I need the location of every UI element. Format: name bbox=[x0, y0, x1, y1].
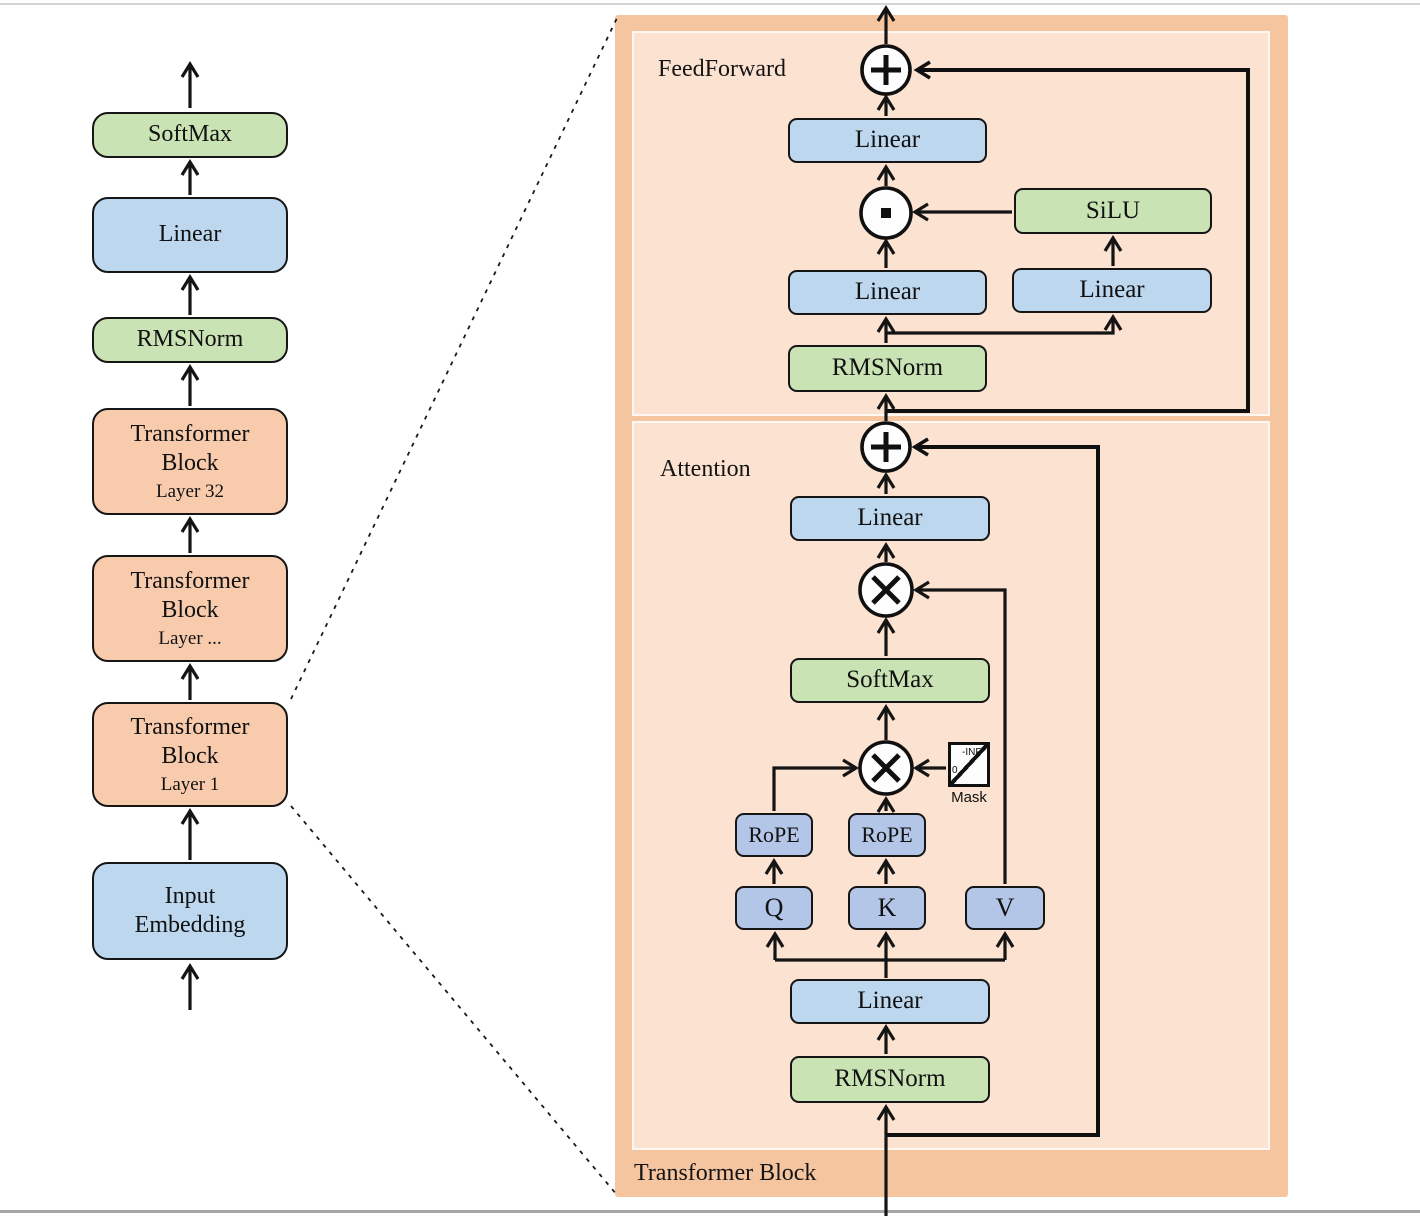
k-block: K bbox=[848, 886, 926, 930]
mask-upper-value: -INF bbox=[962, 747, 982, 758]
matmul-operator-qk-icon bbox=[858, 740, 914, 796]
att-linear-out-label: Linear bbox=[857, 504, 923, 532]
ff-rmsnorm-label: RMSNorm bbox=[831, 354, 944, 382]
dot-product-operator-icon bbox=[859, 186, 913, 240]
mask-lower-value: 0 bbox=[952, 765, 958, 776]
rope-q-block: RoPE bbox=[735, 813, 813, 857]
tb32-line2: Block bbox=[161, 450, 219, 477]
transformer-block-layer1: Transformer Block Layer 1 bbox=[92, 702, 288, 807]
v-label: V bbox=[995, 893, 1015, 923]
linear-block: Linear bbox=[92, 197, 288, 273]
att-softmax-label: SoftMax bbox=[846, 666, 934, 694]
att-softmax-block: SoftMax bbox=[790, 658, 990, 703]
tbmid-sublabel: Layer ... bbox=[158, 627, 222, 649]
branch-rmsnorm-to-up bbox=[886, 313, 1123, 335]
window-bottom-border bbox=[0, 1210, 1420, 1213]
rope-q-label: RoPE bbox=[748, 821, 800, 847]
tb32-line1: Transformer bbox=[130, 421, 250, 448]
att-rmsnorm-label: RMSNorm bbox=[834, 1065, 946, 1093]
mask-diagonal bbox=[951, 745, 987, 784]
softmax-label: SoftMax bbox=[148, 121, 232, 148]
matmul-operator-v-icon bbox=[858, 562, 914, 618]
tb1-sublabel: Layer 1 bbox=[160, 773, 220, 795]
silu-label: SiLU bbox=[1085, 196, 1141, 224]
q-block: Q bbox=[735, 886, 813, 930]
attention-title: Attention bbox=[660, 456, 751, 482]
input-embedding-block: Input Embedding bbox=[92, 862, 288, 960]
silu-block: SiLU bbox=[1014, 188, 1212, 234]
rmsnorm-label: RMSNorm bbox=[136, 326, 244, 353]
linear-label: Linear bbox=[158, 221, 222, 248]
att-linear-in-block: Linear bbox=[790, 979, 990, 1024]
rope-k-block: RoPE bbox=[848, 813, 926, 857]
mask-label: Mask bbox=[951, 789, 987, 806]
tb1-line1: Transformer bbox=[130, 714, 250, 741]
v-block: V bbox=[965, 886, 1045, 930]
v-path-line bbox=[912, 580, 1007, 884]
ff-rmsnorm-block: RMSNorm bbox=[788, 345, 987, 392]
tb1-line2: Block bbox=[161, 743, 219, 770]
ff-linear-up-block: Linear bbox=[1012, 268, 1212, 313]
zoom-guide-bottom-line bbox=[290, 805, 618, 1196]
ff-linear-gate-block: Linear bbox=[788, 270, 987, 315]
zoom-guide-top-line bbox=[290, 17, 618, 700]
ff-linear-up-label: Linear bbox=[1079, 276, 1145, 304]
ff-residual-line bbox=[886, 60, 1250, 413]
rmsnorm-block: RMSNorm bbox=[92, 317, 288, 363]
tbmid-line2: Block bbox=[161, 597, 219, 624]
k-label: K bbox=[877, 893, 897, 923]
ff-linear-out-block: Linear bbox=[788, 118, 987, 163]
att-rmsnorm-block: RMSNorm bbox=[790, 1056, 990, 1103]
feedforward-title: FeedForward bbox=[658, 56, 786, 82]
causal-mask-icon bbox=[948, 742, 990, 787]
softmax-block: SoftMax bbox=[92, 112, 288, 158]
input-embedding-line2: Embedding bbox=[134, 912, 246, 938]
ff-linear-gate-label: Linear bbox=[854, 278, 921, 306]
transformer-block-layer-mid: Transformer Block Layer ... bbox=[92, 555, 288, 662]
add-operator-attention-icon bbox=[860, 421, 912, 473]
q-path-line bbox=[772, 758, 860, 811]
tb32-sublabel: Layer 32 bbox=[155, 480, 225, 502]
add-operator-ff-icon bbox=[860, 44, 912, 96]
window-top-border bbox=[0, 3, 1420, 5]
att-linear-out-block: Linear bbox=[790, 496, 990, 541]
att-linear-in-label: Linear bbox=[857, 987, 923, 1015]
tbmid-line1: Transformer bbox=[130, 568, 250, 595]
transformer-block-title: Transformer Block bbox=[634, 1160, 817, 1186]
rope-k-label: RoPE bbox=[861, 821, 913, 847]
q-label: Q bbox=[764, 893, 784, 923]
ff-linear-out-label: Linear bbox=[854, 126, 921, 154]
transformer-block-layer32: Transformer Block Layer 32 bbox=[92, 408, 288, 515]
attention-residual-line bbox=[886, 437, 1100, 1137]
input-embedding-line1: Input bbox=[164, 882, 216, 909]
